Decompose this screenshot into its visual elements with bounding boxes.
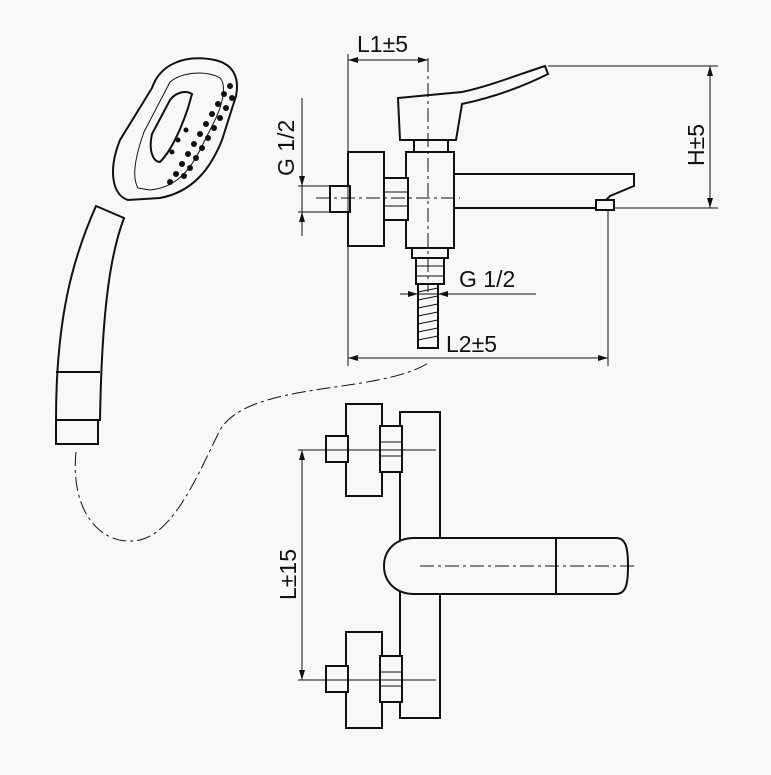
hand-shower	[54, 57, 238, 445]
mixer-side-view	[316, 58, 635, 349]
g-inlet-label: G 1/2	[273, 120, 299, 176]
outlet-collar	[411, 247, 449, 259]
spout	[453, 173, 635, 209]
outlet-nut	[415, 257, 445, 285]
upper-pipe	[325, 435, 349, 463]
dimension-lines	[298, 54, 718, 366]
upper-nut	[379, 425, 403, 473]
wall-escutcheon	[347, 151, 385, 247]
lever-handle	[396, 64, 550, 141]
mixer-front-view	[325, 403, 638, 729]
shower-head-window	[149, 91, 194, 164]
h-label: H±5	[683, 124, 709, 166]
front-dimension	[298, 449, 436, 681]
shower-head	[112, 57, 238, 202]
l-label: L±15	[275, 549, 301, 600]
mixer-body	[405, 151, 455, 249]
connection-nut	[383, 177, 409, 221]
hose-path	[74, 361, 431, 542]
spout-aerator	[595, 199, 615, 211]
l1-label: L1±5	[357, 31, 408, 57]
lower-pipe	[325, 665, 349, 693]
lower-nut	[379, 655, 403, 703]
shower-handle	[54, 204, 126, 421]
g-outlet-label: G 1/2	[459, 266, 515, 292]
hose-connector	[55, 419, 99, 445]
wall-pipe	[329, 185, 351, 213]
l2-label: L2±5	[446, 331, 497, 357]
spray-nozzles	[167, 83, 235, 185]
